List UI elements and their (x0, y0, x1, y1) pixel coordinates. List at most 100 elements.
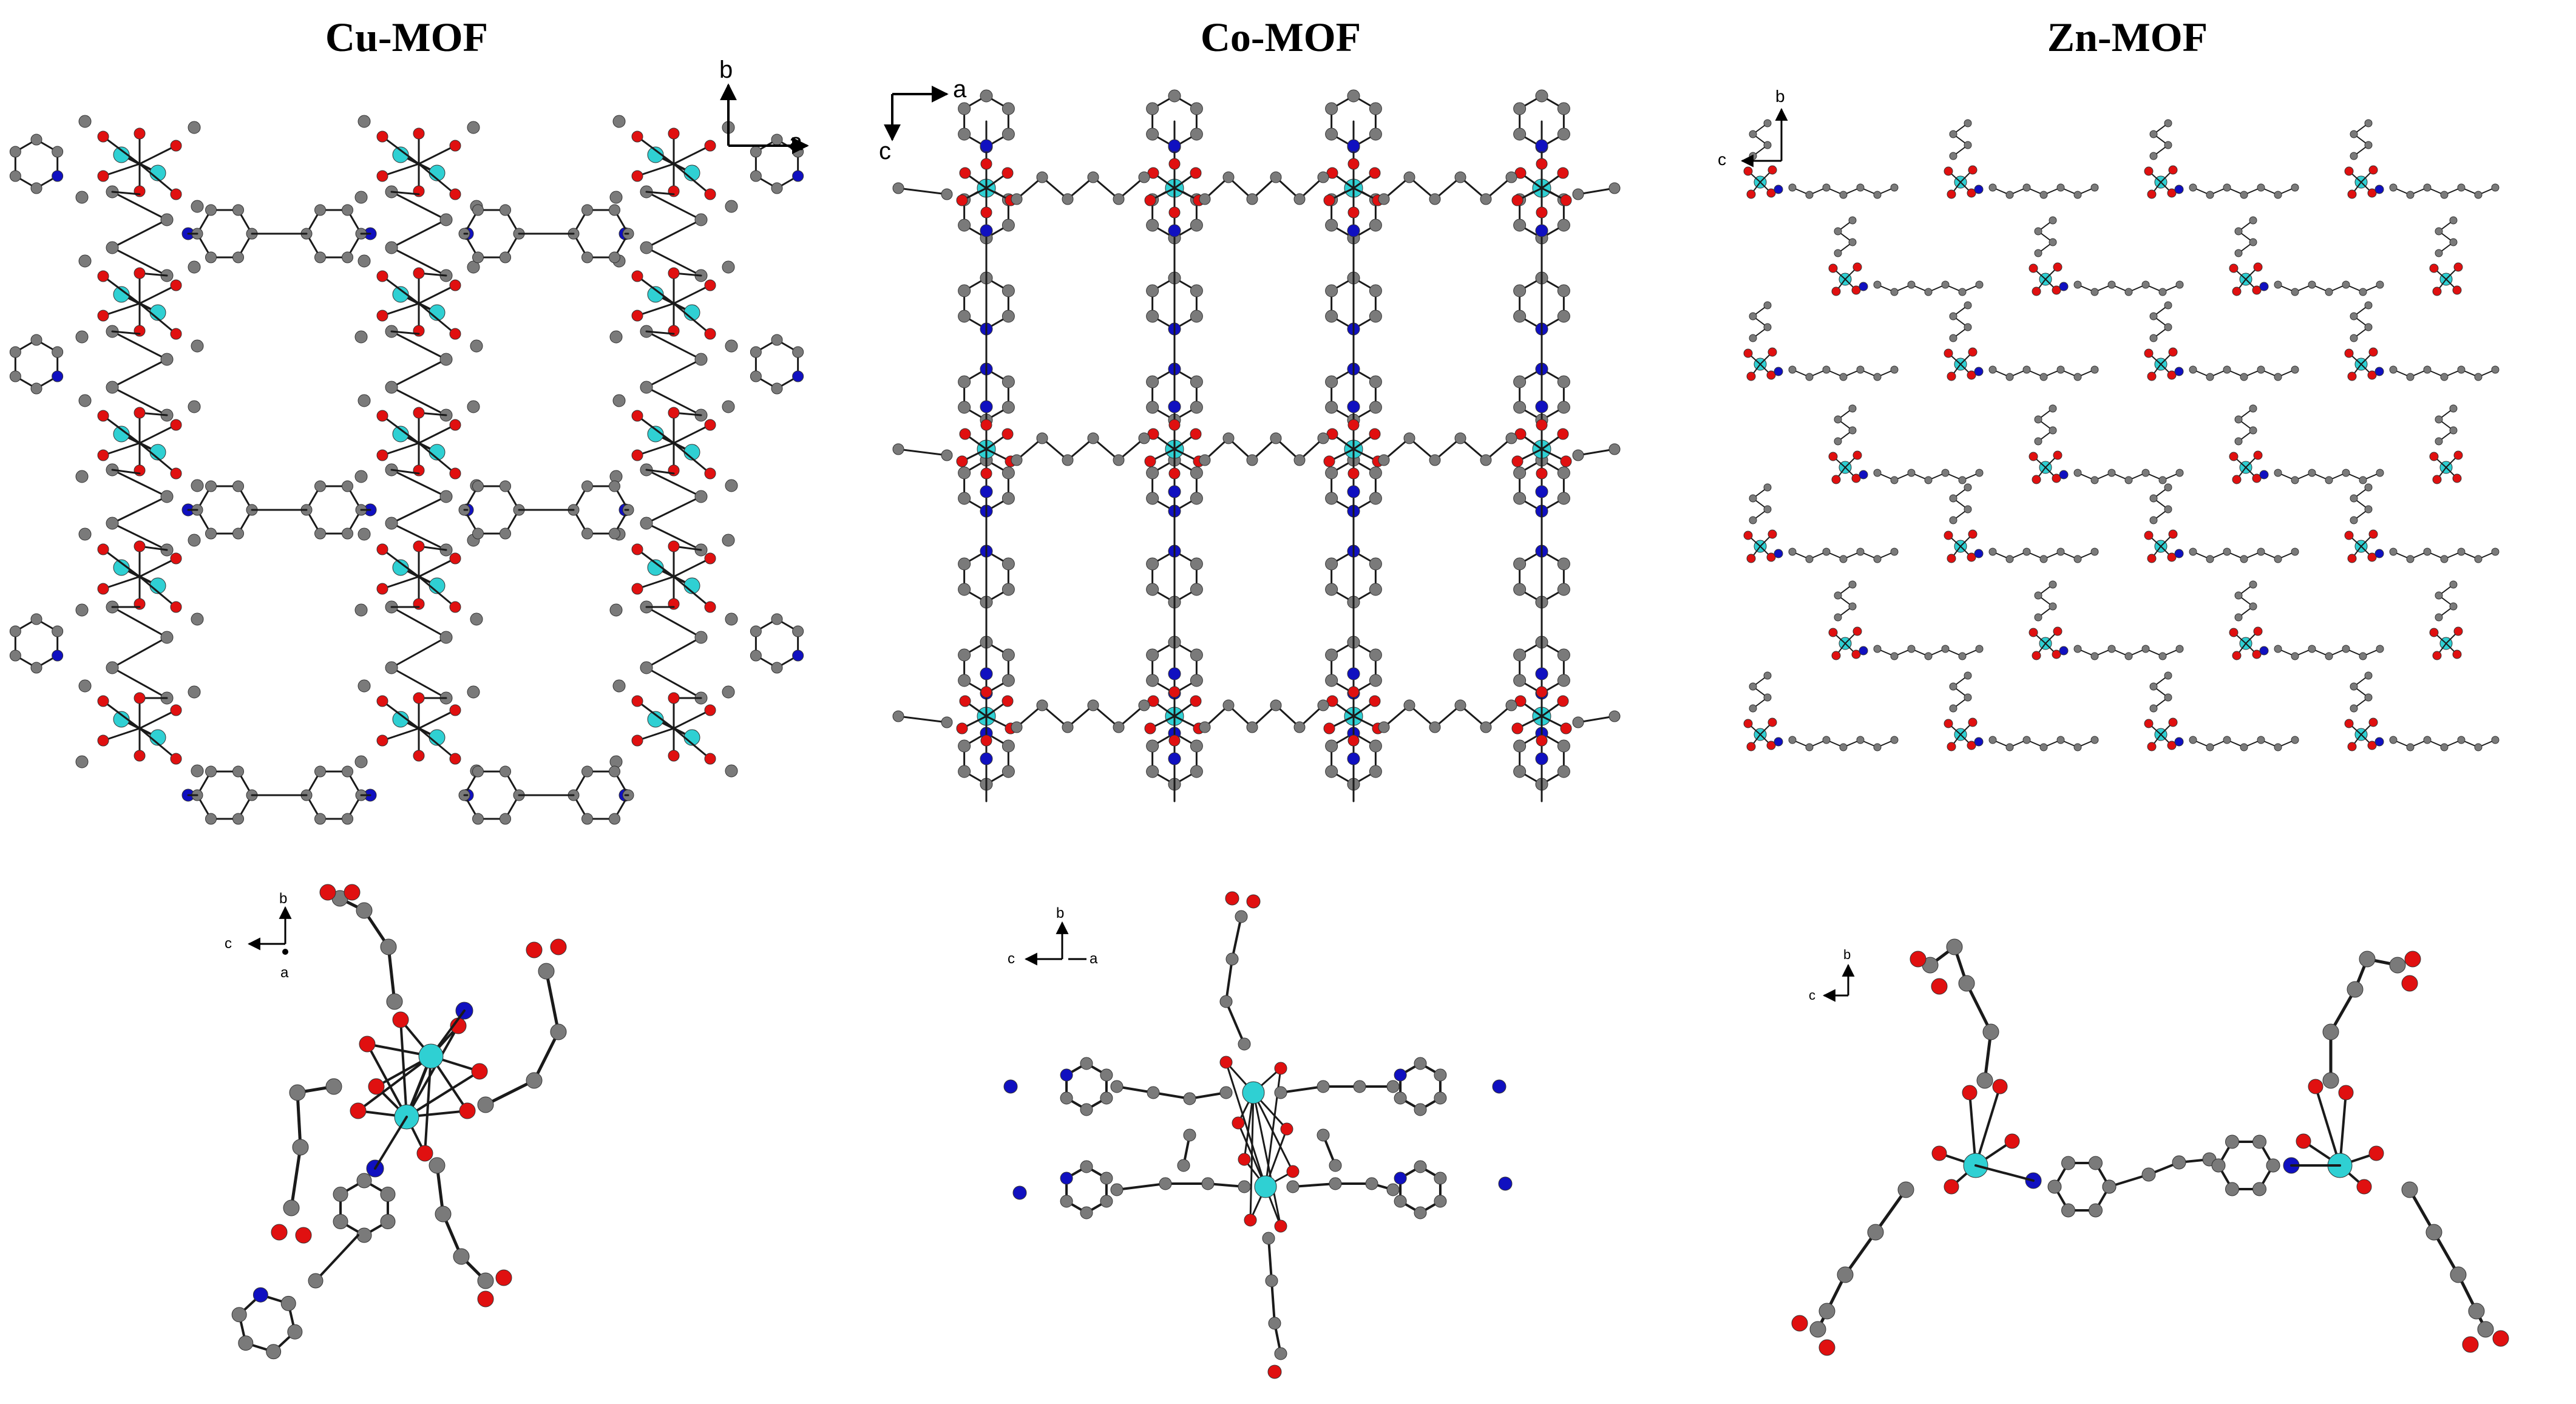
carbon-atom (771, 382, 783, 395)
nitrogen-atom (980, 667, 993, 680)
bond (636, 135, 675, 165)
oxygen-atom (668, 267, 680, 279)
bond (645, 358, 702, 388)
bond (645, 522, 702, 551)
bond (418, 442, 456, 475)
oxygen-atom (376, 270, 388, 282)
carbon-atom (2364, 119, 2373, 127)
carbon-atom (1867, 1224, 1884, 1241)
carbon-atom (2049, 580, 2057, 589)
carbon-atom (314, 480, 326, 492)
carbon-atom (1146, 674, 1159, 687)
carbon-atom (1941, 469, 1950, 477)
oxygen-atom (2347, 371, 2357, 381)
carbon-atom (1557, 583, 1570, 596)
carbon-atom (1964, 671, 1972, 680)
oxygen-atom (1536, 158, 1548, 170)
oxygen-atom (2453, 450, 2463, 460)
oxygen-atom (97, 410, 109, 422)
nitrogen-atom (52, 649, 64, 662)
carbon-atom (1941, 645, 1950, 653)
carbon-atom (472, 765, 484, 778)
metal-atom (392, 426, 409, 443)
carbon-atom (1822, 365, 1831, 374)
carbon-atom (191, 764, 204, 778)
oxygen-atom (376, 131, 388, 143)
carbon-atom (1002, 674, 1015, 687)
nitrogen-atom (2374, 185, 2384, 194)
carbon-atom (581, 765, 593, 778)
carbon-atom (609, 527, 620, 540)
bond (138, 144, 177, 165)
carbon-atom (205, 527, 217, 540)
carbon-atom (2350, 494, 2358, 503)
oxygen-atom (526, 941, 543, 958)
carbon-atom (75, 191, 89, 204)
carbon-atom (892, 182, 904, 194)
bond (111, 386, 168, 416)
metal-atom (647, 711, 664, 728)
carbon-atom (500, 204, 511, 216)
oxygen-atom (416, 1145, 433, 1162)
carbon-atom (9, 649, 21, 662)
carbon-atom (1201, 1177, 1215, 1190)
carbon-atom (1873, 191, 1882, 199)
carbon-atom (2164, 301, 2172, 310)
oxygen-atom (170, 140, 182, 152)
carbon-atom (2389, 183, 2398, 192)
carbon-atom (2364, 141, 2373, 149)
carbon-atom (2491, 548, 2500, 556)
carbon-atom (266, 1344, 282, 1360)
oxygen-atom (2144, 348, 2154, 358)
carbon-atom (958, 284, 971, 297)
oxygen-atom (319, 884, 336, 901)
carbon-atom (2359, 476, 2367, 484)
oxygen-atom (413, 750, 425, 762)
bond (374, 1116, 408, 1170)
carbon-atom (1434, 1172, 1447, 1185)
carbon-atom (1011, 721, 1023, 733)
carbon-atom (2158, 476, 2167, 484)
zn-mof-title: Zn-MOF (2047, 14, 2208, 60)
metal-atom (113, 711, 130, 728)
oxygen-atom (1768, 529, 1777, 539)
carbon-atom (354, 191, 368, 204)
carbon-atom (2457, 183, 2466, 192)
zn-network-axes (1740, 107, 1788, 168)
carbon-atom (1325, 401, 1338, 414)
carbon-atom (1146, 492, 1159, 505)
carbon-atom (188, 260, 201, 274)
bond (1116, 1182, 1167, 1191)
carbon-atom (2175, 645, 2184, 653)
carbon-atom (1369, 674, 1382, 687)
carbon-atom (2423, 183, 2432, 192)
bond (636, 700, 675, 730)
carbon-atom (1763, 119, 1772, 127)
oxygen-atom (376, 583, 388, 595)
oxygen-atom (1831, 475, 1841, 484)
oxygen-atom (170, 704, 182, 716)
carbon-atom (2440, 191, 2449, 199)
oxygen-atom (1944, 348, 1953, 358)
oxygen-atom (2147, 554, 2157, 563)
carbon-atom (439, 490, 453, 503)
carbon-atom (1270, 699, 1282, 711)
carbon-atom (1394, 1195, 1407, 1208)
carbon-atom (1317, 171, 1329, 183)
oxygen-atom (1536, 734, 1548, 747)
carbon-atom (1988, 736, 1997, 744)
carbon-atom (958, 583, 971, 596)
carbon-atom (191, 200, 204, 213)
bond (897, 715, 948, 724)
nitrogen-atom (1535, 752, 1548, 765)
carbon-atom (2149, 130, 2158, 138)
zn-unit-axis-b-label: b (1843, 947, 1851, 962)
carbon-atom (892, 710, 904, 722)
bond (1264, 1067, 1282, 1188)
nitrogen-atom (1974, 549, 1984, 558)
oxygen-atom (1967, 741, 1976, 750)
carbon-atom (78, 527, 92, 541)
carbon-atom (1964, 693, 1972, 702)
oxygen-atom (449, 188, 461, 200)
bond (1270, 1280, 1276, 1324)
